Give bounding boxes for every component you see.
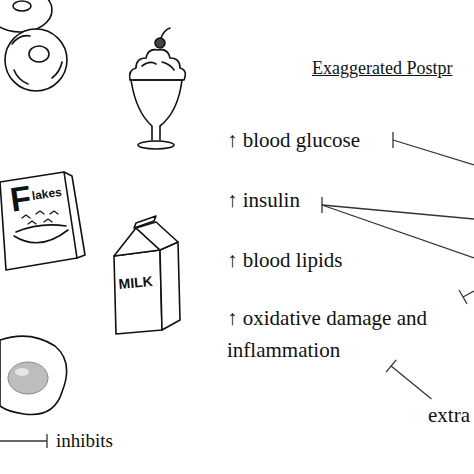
whipped-cream [130, 50, 186, 80]
legend-sample [0, 431, 52, 451]
bagel-texture [12, 36, 30, 44]
bagel-hole [13, 1, 31, 11]
node-text: ↑ blood lipids [227, 244, 427, 276]
bagel [0, 0, 52, 32]
milk-carton-roof [136, 222, 178, 250]
cereal-bowl-rim [16, 225, 66, 232]
inhibit-line [393, 140, 474, 165]
bagel-hole [29, 46, 49, 62]
inhibit-bar [386, 360, 396, 372]
milk-carton-side [160, 242, 180, 330]
legend-line [0, 440, 47, 441]
inhibit-line [322, 205, 474, 258]
text-node: ↑ blood lipids [227, 244, 427, 276]
cream-swirl [142, 62, 174, 70]
legend-entry: inhibits [0, 428, 113, 454]
text-node: ↑ oxidative damage and inflammation [227, 302, 474, 366]
milk-carton-spout [134, 216, 156, 228]
text-node: ↑ insulin [227, 184, 377, 216]
node-text: ↑ insulin [227, 184, 377, 216]
cereal-box [0, 172, 77, 270]
inhibit-line [322, 205, 474, 219]
bagel [5, 29, 67, 91]
milk-carton [114, 250, 162, 334]
cereal-bowl [14, 230, 68, 243]
glass-base [138, 141, 174, 149]
node-text: ↑ blood glucose [227, 124, 427, 156]
egg-yolk [8, 362, 48, 394]
inhibit-line [391, 366, 431, 399]
node-text: extra [428, 399, 474, 431]
legend-text: inhibits [56, 430, 113, 452]
cereal-box-side [64, 172, 85, 258]
text-node: ↑ blood glucose [227, 124, 427, 156]
cherry-stem [161, 28, 170, 38]
bagel-texture [52, 62, 62, 78]
egg-white [0, 336, 67, 414]
inhibit-bar [321, 197, 322, 213]
yolk-highlight [15, 368, 29, 376]
figure-title: Exaggerated Postpr [312, 56, 452, 80]
illustration-label: MILK [118, 274, 153, 291]
legend-bar [46, 434, 47, 448]
inhibit-bar [459, 290, 467, 304]
inhibit-line [463, 291, 474, 297]
glass [131, 80, 182, 140]
node-text: ↑ oxidative damage and inflammation [227, 302, 474, 366]
inhibit-connector [386, 360, 431, 399]
cherry [155, 38, 165, 48]
bagel-texture [14, 70, 28, 84]
inhibit-bar [392, 132, 393, 148]
text-node: extra [428, 399, 474, 431]
